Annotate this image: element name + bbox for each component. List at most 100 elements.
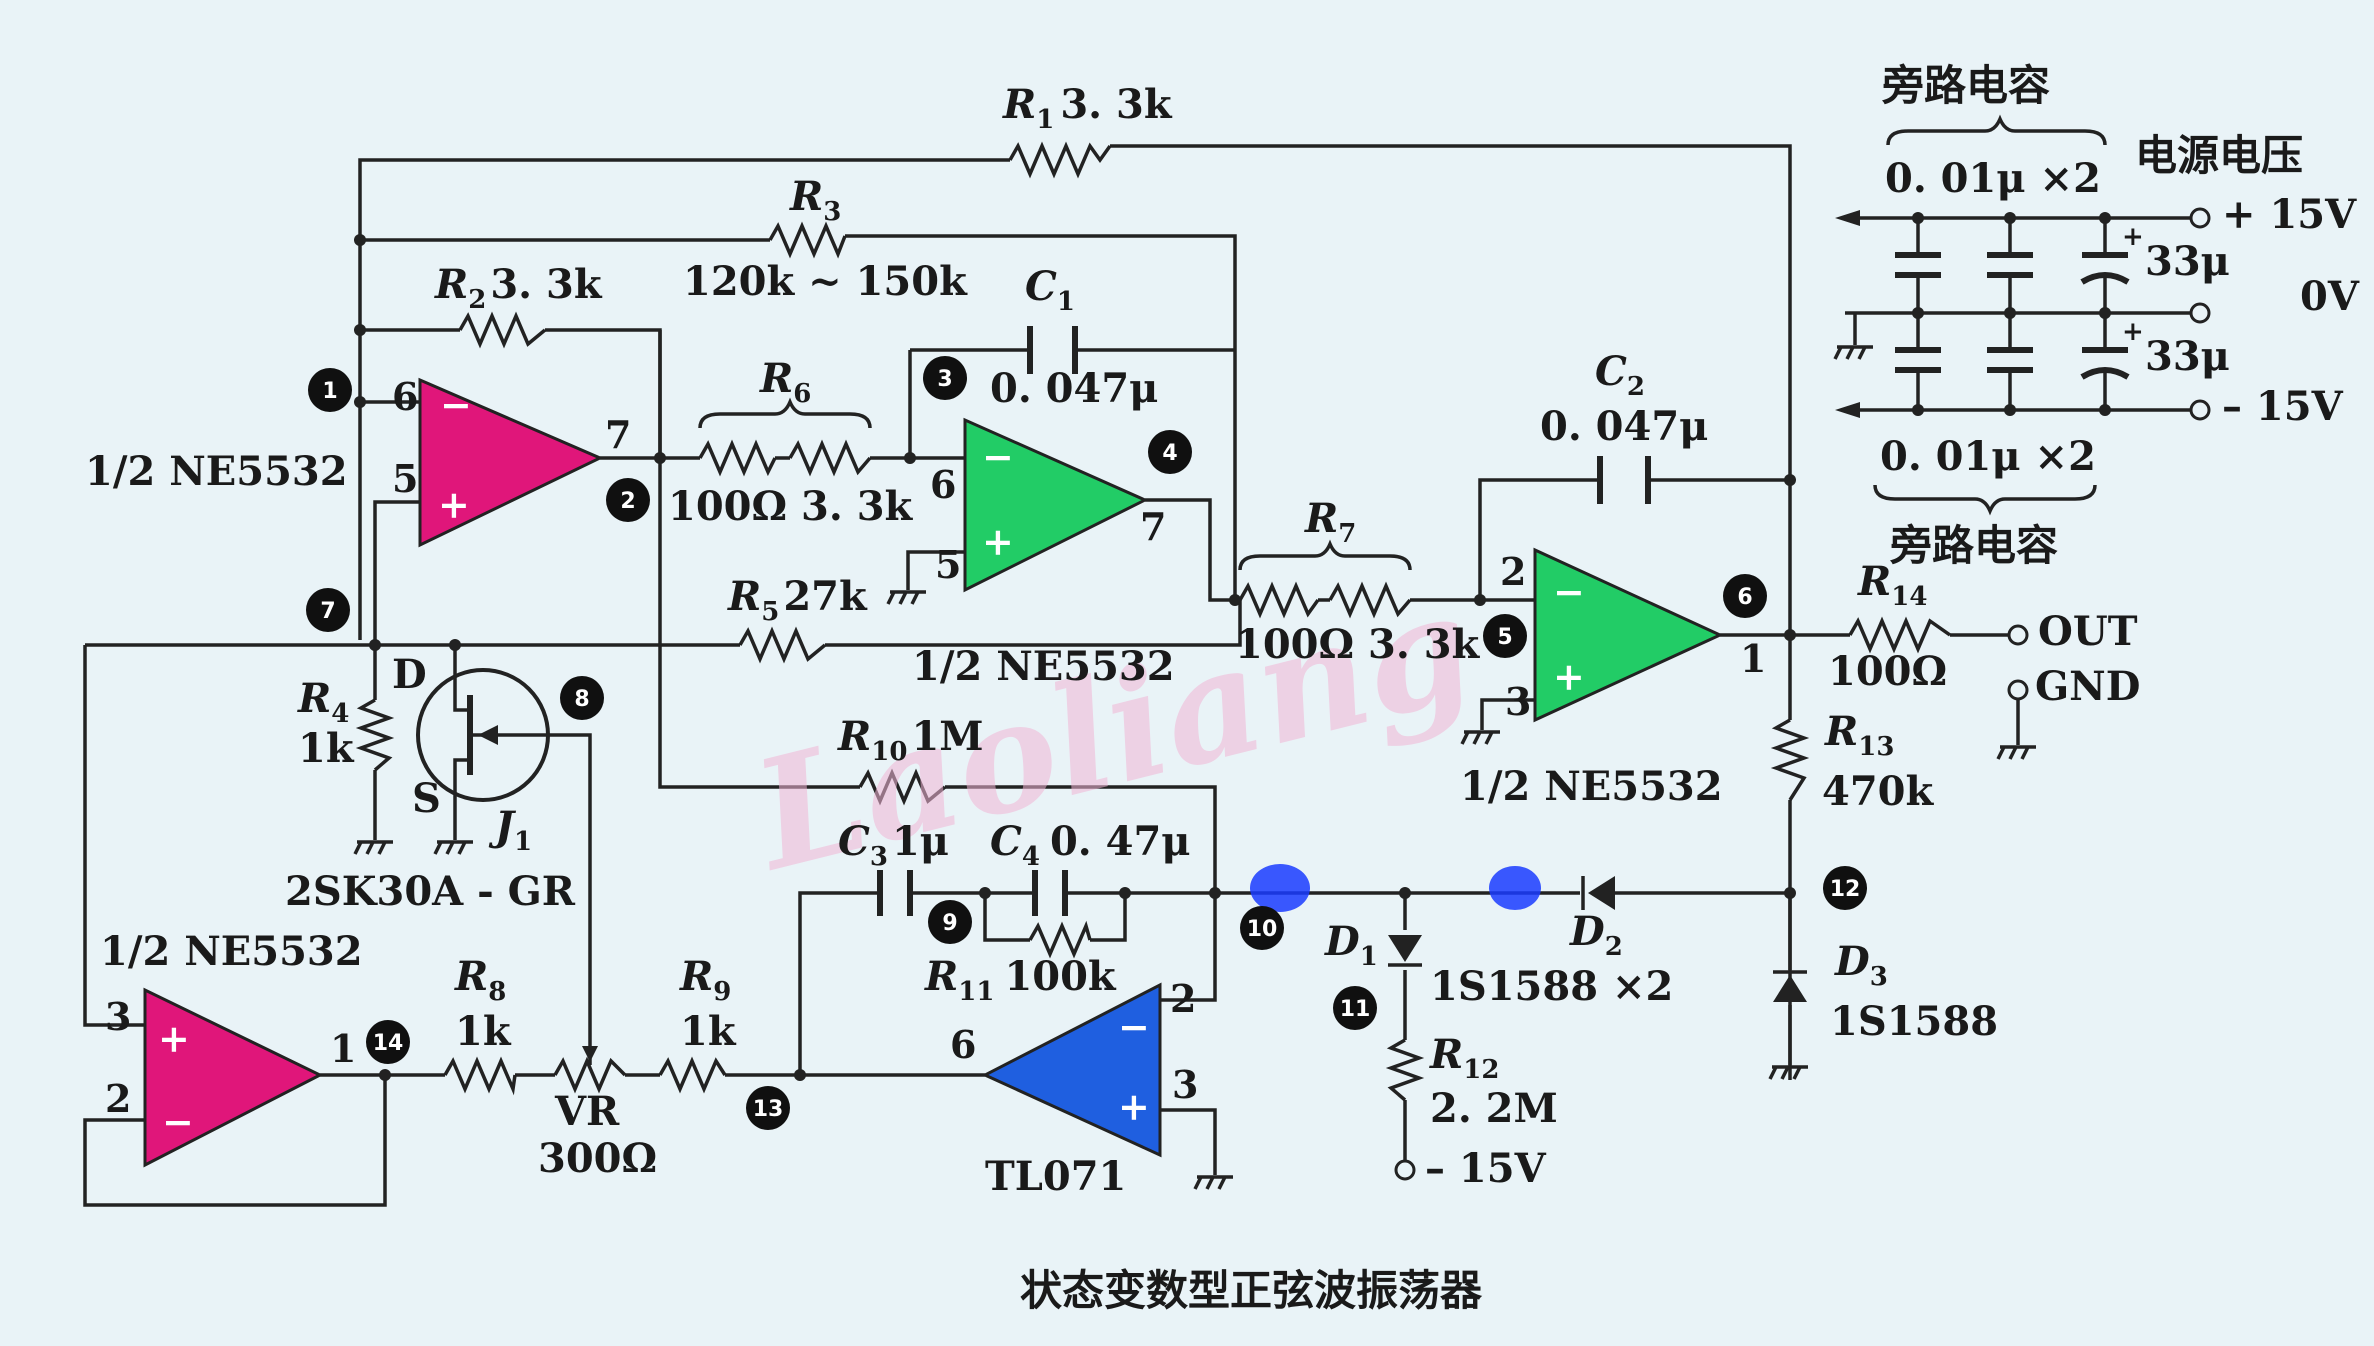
svg-text:6: 6 xyxy=(1737,585,1752,610)
power-title: 电源电压 xyxy=(2135,131,2303,180)
c3-symbol xyxy=(877,870,913,916)
r3-value: 120k ~ 150k xyxy=(683,258,968,305)
out-label: OUT xyxy=(2038,608,2138,655)
io-labels: OUT GND 电源电压 旁路电容 0. 01μ ×2 0. 01μ ×2 旁路… xyxy=(1880,61,2360,710)
node-marker-11: 11 xyxy=(1333,986,1377,1030)
terminal-icon xyxy=(2189,207,2211,229)
u1-sign-inv: − xyxy=(440,382,472,427)
u3-sign-inv: − xyxy=(1553,569,1585,614)
r6-label: R6 xyxy=(759,355,811,409)
r6b-symbol xyxy=(788,439,872,477)
c2-symbol xyxy=(1597,456,1651,504)
svg-text:11: 11 xyxy=(1340,997,1371,1022)
u3-label: 1/2 NE5532 xyxy=(1460,763,1723,810)
r6-value: 100Ω 3. 3k xyxy=(668,483,914,530)
r13-label: R13 xyxy=(1824,708,1894,762)
terminals xyxy=(1394,207,2211,1181)
r14-value: 100Ω xyxy=(1828,648,1947,695)
highlight-dots xyxy=(1250,864,1541,912)
braces xyxy=(698,114,2107,571)
u1-pin-noninv: 5 xyxy=(392,456,418,501)
u4-sign-noninv: + xyxy=(158,1016,190,1061)
r13-symbol xyxy=(1770,718,1810,801)
node-marker-2: 2 xyxy=(606,478,650,522)
r1-symbol xyxy=(1008,141,1112,179)
caption: 状态变数型正弦波振荡器 xyxy=(1020,1266,1483,1315)
r9-label: R9 xyxy=(679,953,731,1007)
bypass-value-top: 0. 01μ ×2 xyxy=(1885,155,2101,202)
bypass-cap-top-2 xyxy=(1987,252,2033,278)
u5-sign-inv: − xyxy=(1118,1004,1150,1049)
c1-label: C1 xyxy=(1025,263,1075,317)
electrolytic-top-plus: + xyxy=(2122,222,2144,252)
u1-pin-out: 7 xyxy=(605,412,631,457)
r8-symbol xyxy=(443,1056,517,1096)
d1-label: D1 xyxy=(1324,918,1378,972)
node-marker-12: 12 xyxy=(1823,866,1867,910)
u5-pin-noninv: 3 xyxy=(1172,1062,1198,1107)
capacitors xyxy=(877,252,2130,916)
node-marker-13: 13 xyxy=(746,1086,790,1130)
bypass-value-bottom: 0. 01μ ×2 xyxy=(1880,433,2096,480)
r5-symbol xyxy=(738,626,827,664)
r12-supply: – 15V xyxy=(1425,1145,1547,1192)
node-marker-9: 9 xyxy=(928,900,972,944)
c2-label: C2 xyxy=(1595,348,1645,402)
svg-text:5: 5 xyxy=(1497,625,1512,650)
electrolytic-top xyxy=(2080,252,2130,285)
r12-label: R12 xyxy=(1429,1031,1499,1085)
r8-value: 1k xyxy=(455,1008,512,1055)
opamp-u5 xyxy=(981,982,1162,1158)
u5-label: TL071 xyxy=(985,1153,1126,1200)
u2-sign-noninv: + xyxy=(982,519,1014,564)
node-marker-10: 10 xyxy=(1240,906,1284,950)
bypass-label-top: 旁路电容 xyxy=(1881,61,2050,110)
ground-icon xyxy=(1768,1065,1808,1080)
d3-value: 1S1588 xyxy=(1830,998,1998,1045)
u5-pin-inv: 2 xyxy=(1170,976,1196,1021)
u4-pin-inv: 2 xyxy=(105,1076,131,1121)
u1-label: 1/2 NE5532 xyxy=(85,448,348,495)
opamp-u1 xyxy=(418,377,604,548)
junctions xyxy=(354,212,2111,1081)
ground-icon xyxy=(433,840,473,855)
electrolytic-bottom-value: 33μ xyxy=(2145,333,2230,380)
ground-icon xyxy=(1460,730,1500,745)
u3-pin-inv: 2 xyxy=(1500,549,1526,594)
r4-value: 1k xyxy=(298,725,355,772)
u2-label: 1/2 NE5532 xyxy=(912,643,1175,690)
jfet-icon xyxy=(416,668,550,802)
node-marker-8: 8 xyxy=(560,676,604,720)
node-marker-3: 3 xyxy=(923,356,967,400)
vr-symbol xyxy=(553,1056,627,1094)
j1-value: 2SK30A - GR xyxy=(285,868,576,915)
u3-pin-out: 1 xyxy=(1740,636,1766,681)
terminal-icon xyxy=(2189,302,2211,324)
vr-value: 300Ω xyxy=(538,1135,657,1182)
node-marker-14: 14 xyxy=(366,1020,410,1064)
opamp-pins: − + 6 5 7 − + 6 5 7 − + 2 3 1 + − 3 2 1 … xyxy=(105,374,1766,1144)
electrolytic-top-value: 33μ xyxy=(2145,238,2230,285)
ground-icon xyxy=(1996,745,2036,760)
r14-label: R14 xyxy=(1857,558,1927,612)
svg-text:3: 3 xyxy=(937,367,952,392)
ground-icon xyxy=(353,840,393,855)
r9-value: 1k xyxy=(680,1008,737,1055)
terminal-icon xyxy=(2007,679,2029,701)
u2-pin-noninv: 5 xyxy=(935,542,961,587)
u5-sign-noninv: + xyxy=(1118,1084,1150,1129)
u4-sign-inv: − xyxy=(162,1099,194,1144)
opamp-u3 xyxy=(1533,547,1724,723)
r10-symbol xyxy=(858,768,947,806)
d2-diode-icon xyxy=(1581,876,1615,910)
terminal-icon xyxy=(2007,624,2029,646)
r7-label: R7 xyxy=(1304,495,1356,549)
terminal-icon xyxy=(2189,399,2211,421)
r2-symbol xyxy=(458,311,547,349)
c1-value: 0. 047μ xyxy=(990,365,1158,412)
